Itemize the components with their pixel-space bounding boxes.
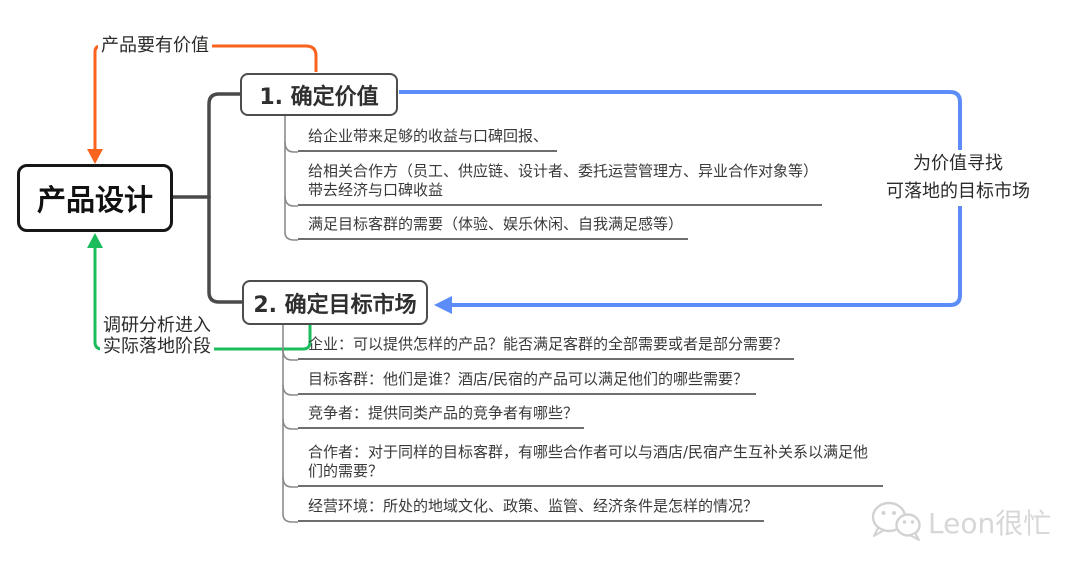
- leaf-partner-benefits[interactable]: 给相关合作方（员工、供应链、设计者、委托运营管理方、异业合作对象等）带去经济与口…: [298, 162, 822, 206]
- root-node-product-design[interactable]: 产品设计: [17, 164, 173, 232]
- watermark: Leon很忙: [868, 498, 1051, 546]
- leaf-competitors[interactable]: 竞争者：提供同类产品的竞争者有哪些？: [298, 404, 584, 429]
- leaf-enterprise-question[interactable]: 企业：可以提供怎样的产品？能否满足客群的全部需要或者是部分需要？: [298, 335, 794, 360]
- branch2-child-connectors: [282, 325, 298, 523]
- leaf-business-environment[interactable]: 经营环境：所处的地域文化、政策、监管、经济条件是怎样的情况？: [298, 497, 764, 522]
- main-branch-connectors: [171, 92, 244, 304]
- annotation-right-line2: 可落地的目标市场: [886, 181, 1030, 202]
- branch-node-target-market[interactable]: 2. 确定目标市场: [242, 280, 428, 325]
- leaf-target-customers[interactable]: 目标客群：他们是谁？酒店/民宿的产品可以满足他们的哪些需要？: [298, 370, 756, 395]
- branch1-child-connectors: [284, 116, 298, 241]
- branch-node-determine-value[interactable]: 1. 确定价值: [240, 73, 398, 116]
- watermark-text: Leon很忙: [928, 507, 1052, 540]
- leaf-collaborators[interactable]: 合作者：对于同样的目标客群，有哪些合作者可以与酒店/民宿产生互补关系以满足他们的…: [298, 443, 883, 487]
- annotation-find-target-market: 为价值寻找 可落地的目标市场: [877, 150, 1039, 206]
- leaf-customer-needs[interactable]: 满足目标客群的需要（体验、娱乐休闲、自我满足感等）: [298, 215, 688, 240]
- annotation-research-to-landing: 调研分析进入 实际落地阶段: [100, 315, 214, 357]
- annotation-left-line1: 调研分析进入: [103, 315, 211, 336]
- leaf-enterprise-return[interactable]: 给企业带来足够的收益与口碑回报、: [298, 127, 557, 152]
- wechat-logo-icon: [871, 501, 921, 541]
- annotation-left-line2: 实际落地阶段: [103, 336, 211, 357]
- annotation-right-line1: 为价值寻找: [913, 153, 1003, 174]
- annotation-product-must-have-value: 产品要有价值: [98, 35, 212, 56]
